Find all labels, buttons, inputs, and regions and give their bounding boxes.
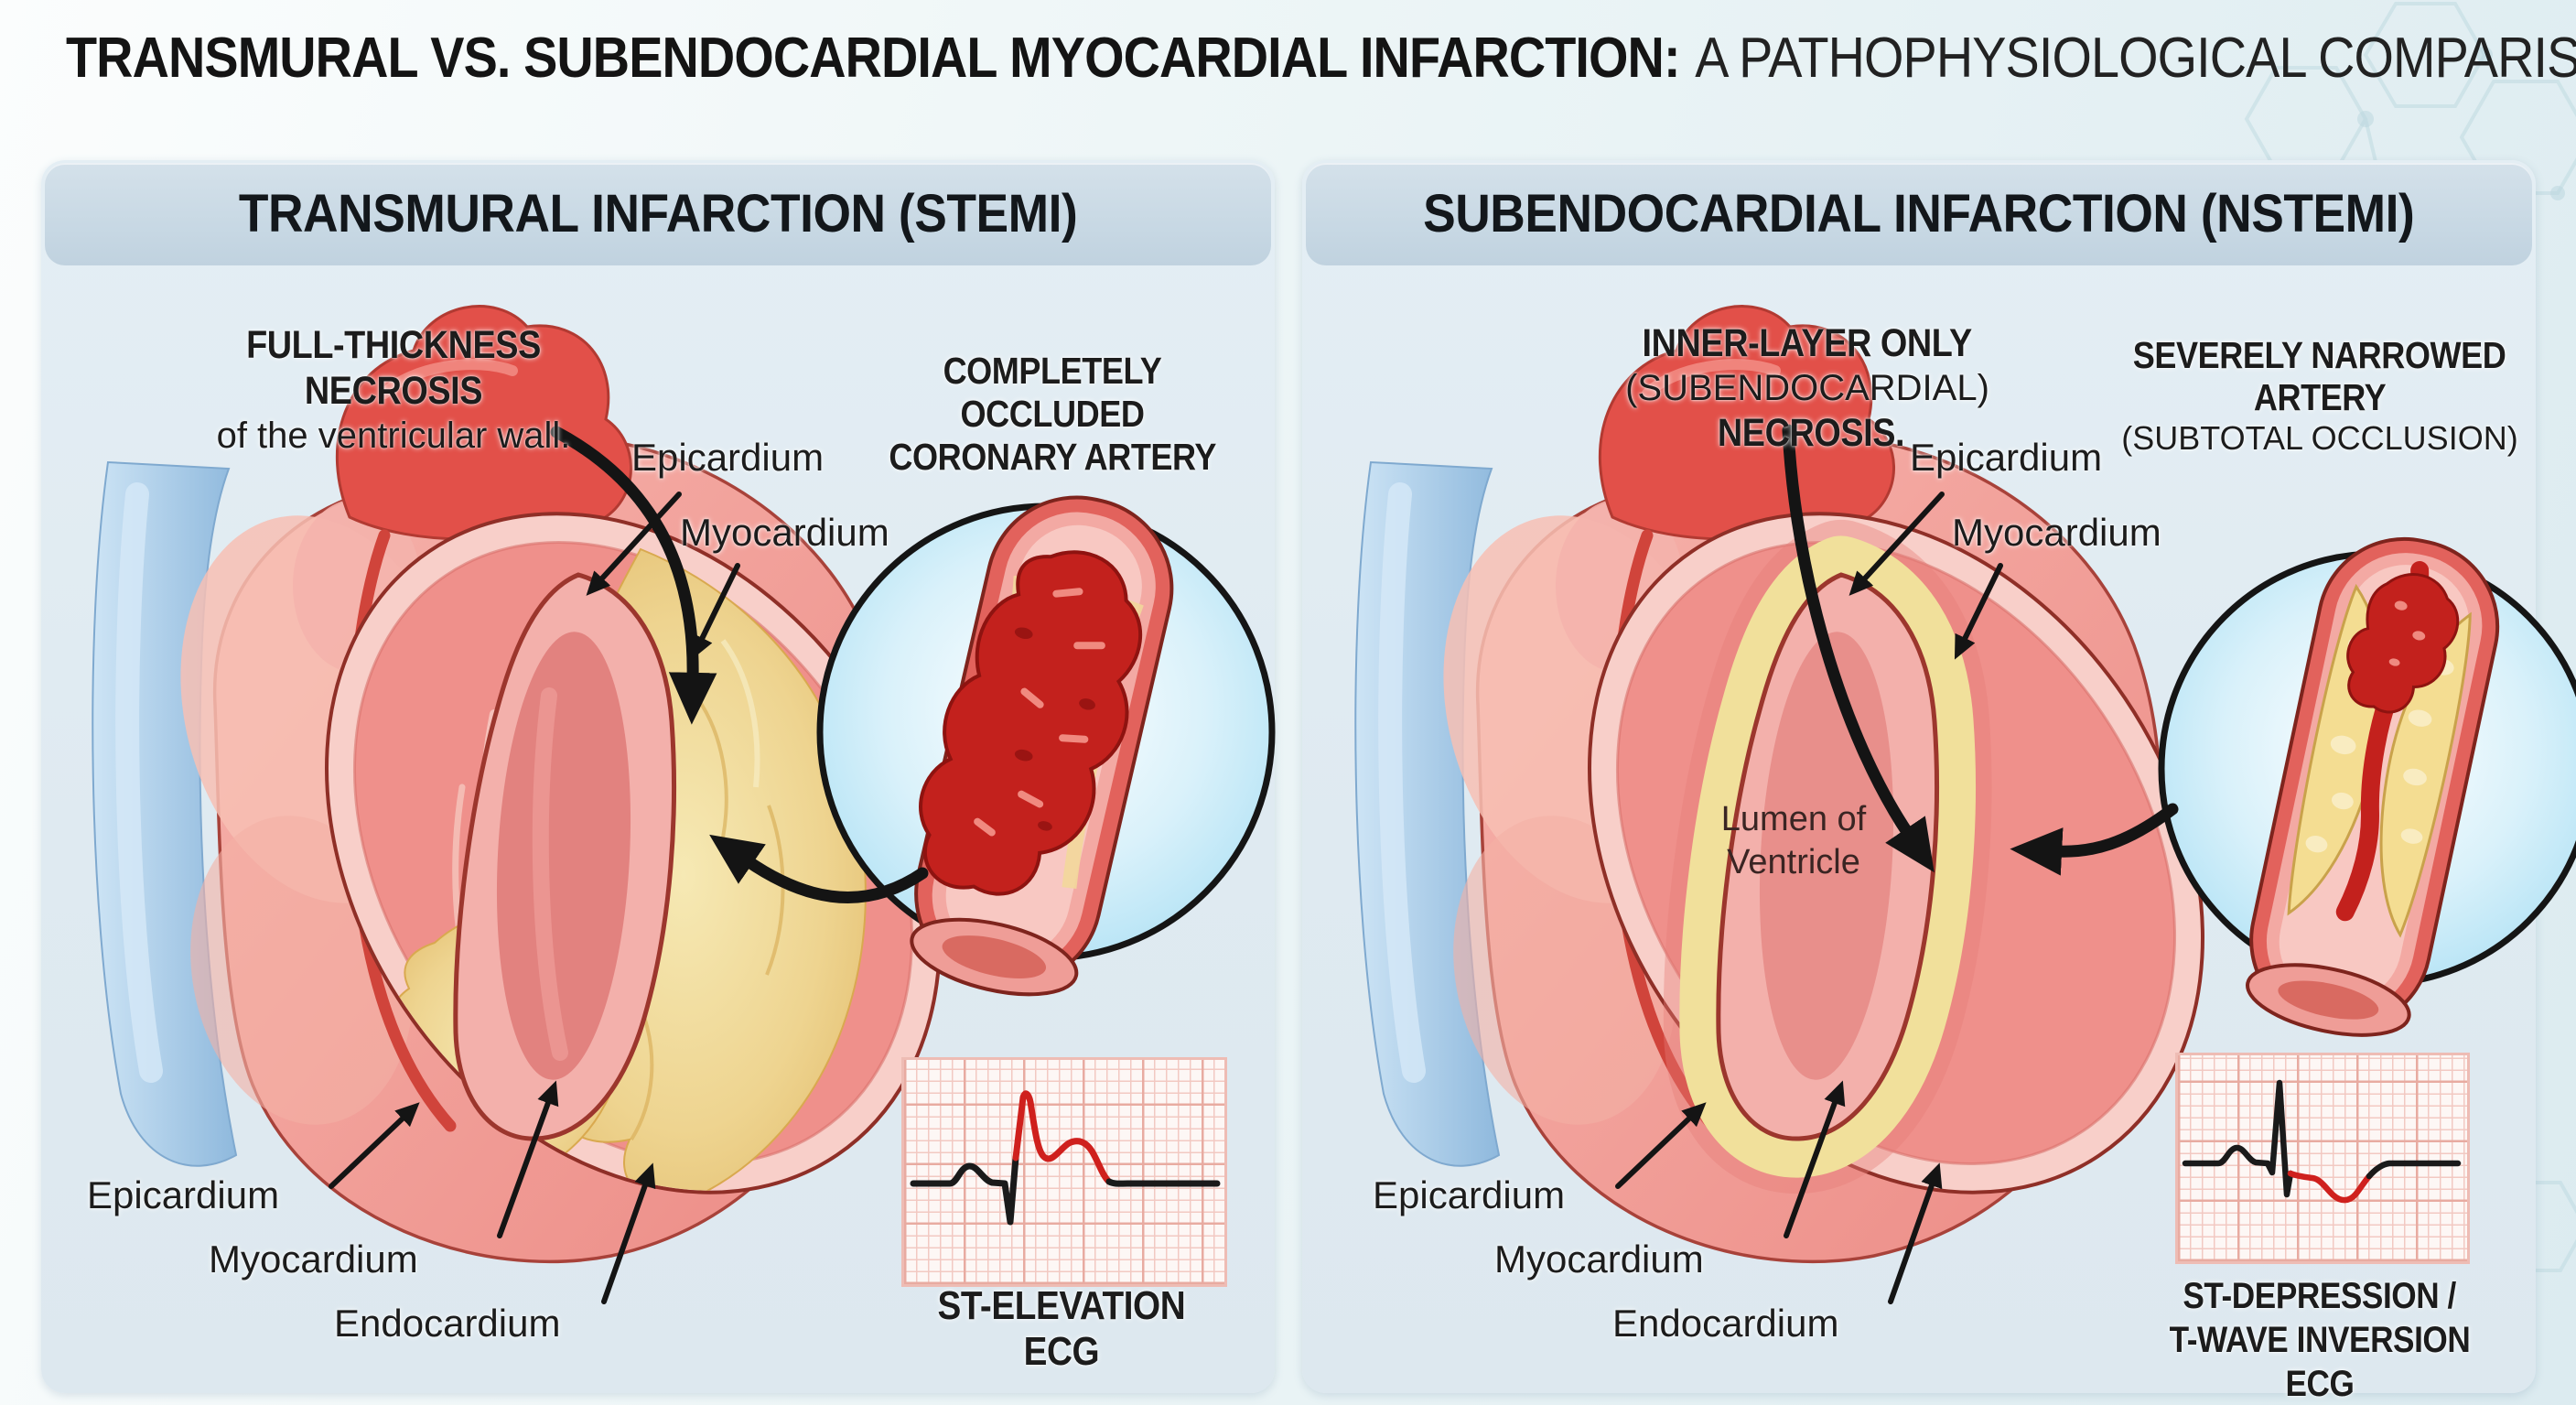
endocardium-bottom-arrow-nstemi — [1888, 1162, 1943, 1304]
thrombus-clot — [919, 550, 1143, 896]
label-endocardium-bottom-stemi: Endocardium — [334, 1302, 561, 1345]
heart-illustration-stemi — [92, 307, 1066, 1310]
necrosis-annotation-arrow-stemi — [550, 426, 717, 725]
myocardium-bottom-arrow-stemi — [497, 1080, 559, 1238]
necrosis-annotation-arrow-nstemi — [1782, 424, 1935, 873]
artery-annotation-stemi-line1: COMPLETELY OCCLUDED — [943, 350, 1162, 435]
label-myocardium-top-stemi: Myocardium — [680, 511, 889, 554]
ecg-trace-st-elevation — [910, 1090, 1221, 1226]
necrosis-annotation-stemi-subtitle: of the ventricular wall. — [216, 416, 571, 456]
ecg-trace-st-depression — [2182, 1079, 2462, 1204]
necrosis-annotation-stemi-title: FULL-THICKNESS NECROSIS — [246, 323, 541, 413]
label-epicardium-bottom-nstemi: Epicardium — [1373, 1173, 1566, 1216]
artery-annotation-stemi-line2: CORONARY ARTERY — [889, 436, 1216, 478]
artery-annotation-nstemi-line2: ARTERY — [2253, 376, 2387, 418]
label-lumen-line2: Ventricle — [1727, 843, 1860, 881]
artery-inset-stemi — [816, 495, 1276, 997]
panel-stemi-header: TRANSMURAL INFARCTION (STEMI) — [45, 163, 1271, 265]
ecg-caption-nstemi-line2: T-WAVE INVERSION ECG — [2169, 1320, 2471, 1404]
artery-annotation-arrow-nstemi — [2010, 803, 2179, 876]
artery-annotation-nstemi-subtitle: (SUBTOTAL OCCLUSION) — [2121, 419, 2518, 457]
artery-annotation-nstemi: SEVERELY NARROWED ARTERY (SUBTOTAL OCCLU… — [2105, 334, 2535, 459]
necrosis-annotation-nstemi-subtitle-regular: (SUBENDOCARDIAL) — [1625, 368, 1989, 408]
ecg-nstemi — [2175, 1053, 2470, 1264]
ecg-caption-stemi-line1: ST-ELEVATION — [937, 1283, 1186, 1328]
label-myocardium-bottom-nstemi: Myocardium — [1494, 1237, 1704, 1281]
label-myocardium-bottom-stemi: Myocardium — [209, 1237, 418, 1281]
artery-annotation-nstemi-line1: SEVERELY NARROWED — [2133, 334, 2506, 376]
label-epicardium-top-nstemi: Epicardium — [1910, 436, 2103, 479]
myocardium-bottom-arrow-nstemi — [1784, 1080, 1846, 1238]
panel-stemi-header-label: TRANSMURAL INFARCTION (STEMI) — [238, 184, 1078, 243]
ecg-caption-stemi-line2: ECG — [1023, 1329, 1100, 1374]
label-lumen-of-ventricle: Lumen of Ventricle — [1693, 798, 1894, 884]
ecg-stemi — [901, 1057, 1227, 1287]
necrosis-annotation-nstemi-subtitle-bold: NECROSIS. — [1717, 411, 1905, 455]
myocardium-top-arrow-stemi — [691, 563, 740, 660]
label-epicardium-top-stemi: Epicardium — [631, 436, 825, 479]
epicardium-top-arrow-nstemi — [1848, 492, 1945, 596]
main-title-regular: A PATHOPHYSIOLOGICAL COMPARISON — [1695, 27, 2576, 90]
main-title: TRANSMURAL VS. SUBENDOCARDIAL MYOCARDIAL… — [66, 26, 2576, 91]
label-endocardium-bottom-nstemi: Endocardium — [1612, 1302, 1839, 1345]
label-lumen-line1: Lumen of — [1720, 800, 1867, 838]
narrowed-lumen-thrombus — [2335, 561, 2460, 922]
ecg-caption-stemi: ST-ELEVATION ECG — [901, 1283, 1222, 1375]
panel-nstemi-header: SUBENDOCARDIAL INFARCTION (NSTEMI) — [1306, 163, 2532, 265]
ecg-caption-nstemi-line1: ST-DEPRESSION / — [2183, 1276, 2457, 1316]
ventricle-lumen-stemi — [456, 575, 674, 1139]
label-epicardium-bottom-stemi: Epicardium — [87, 1173, 280, 1216]
ecg-caption-nstemi: ST-DEPRESSION / T-WAVE INVERSION ECG — [2128, 1274, 2512, 1405]
epicardium-bottom-arrow-nstemi — [1615, 1102, 1707, 1189]
artery-inset-nstemi — [2158, 536, 2576, 1037]
artery-annotation-arrow-stemi — [709, 834, 929, 903]
myocardium-top-arrow-nstemi — [1954, 563, 2003, 660]
necrosis-annotation-nstemi-title: INNER-LAYER ONLY — [1642, 321, 1973, 365]
endocardium-bottom-arrow-stemi — [601, 1162, 656, 1304]
artery-annotation-stemi: COMPLETELY OCCLUDED CORONARY ARTERY — [824, 350, 1281, 479]
panel-nstemi-header-label: SUBENDOCARDIAL INFARCTION (NSTEMI) — [1423, 184, 2415, 243]
necrosis-annotation-stemi: FULL-THICKNESS NECROSIS of the ventricul… — [137, 322, 650, 458]
epicardium-top-arrow-stemi — [586, 492, 682, 596]
label-myocardium-top-nstemi: Myocardium — [1952, 511, 2161, 554]
epicardium-bottom-arrow-stemi — [329, 1102, 420, 1189]
necrosis-annotation-nstemi: INNER-LAYER ONLY (SUBENDOCARDIAL) NECROS… — [1551, 320, 2064, 456]
main-title-bold: TRANSMURAL VS. SUBENDOCARDIAL MYOCARDIAL… — [66, 27, 1681, 90]
